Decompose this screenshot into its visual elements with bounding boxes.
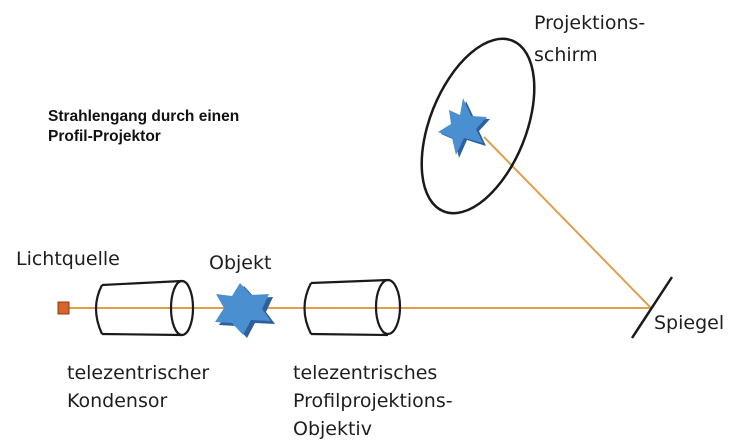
projection-screen: [420, 37, 536, 215]
title-line-1: Strahlengang durch einen: [48, 108, 240, 125]
label-screen-line-2: schirm: [534, 44, 598, 66]
label-screen: Projektions- schirm: [534, 10, 645, 68]
label-screen-line-1: Projektions-: [534, 12, 646, 34]
projection-lens-cylinder: [303, 278, 402, 337]
object-shape: [215, 283, 271, 335]
label-mirror: Spiegel: [654, 312, 725, 334]
diagram-title: Strahlengang durch einen Profil-Projekto…: [48, 107, 239, 147]
light-source: [57, 301, 70, 315]
projected-object: [438, 98, 487, 155]
title-line-2: Profil-Projektor: [48, 128, 161, 145]
label-lens-line-2: Profilprojektions-: [293, 390, 453, 412]
label-lens-line-1: telezentrisches: [293, 362, 438, 384]
beam-reflected: [483, 136, 652, 309]
label-light-source: Lichtquelle: [16, 248, 120, 270]
object-workpiece: [215, 283, 275, 338]
label-object: Objekt: [209, 252, 272, 274]
label-lens-line-3: Objektiv: [293, 418, 372, 440]
projection-screen-ellipse: [420, 37, 536, 215]
label-condenser-line-2: Kondensor: [67, 390, 168, 412]
label-condenser: telezentrischer Kondensor: [67, 359, 209, 415]
label-projection-lens: telezentrisches Profilprojektions- Objek…: [293, 359, 453, 443]
mirror: [630, 276, 674, 339]
condenser-cylinder: [94, 279, 195, 337]
label-condenser-line-1: telezentrischer: [67, 362, 210, 384]
